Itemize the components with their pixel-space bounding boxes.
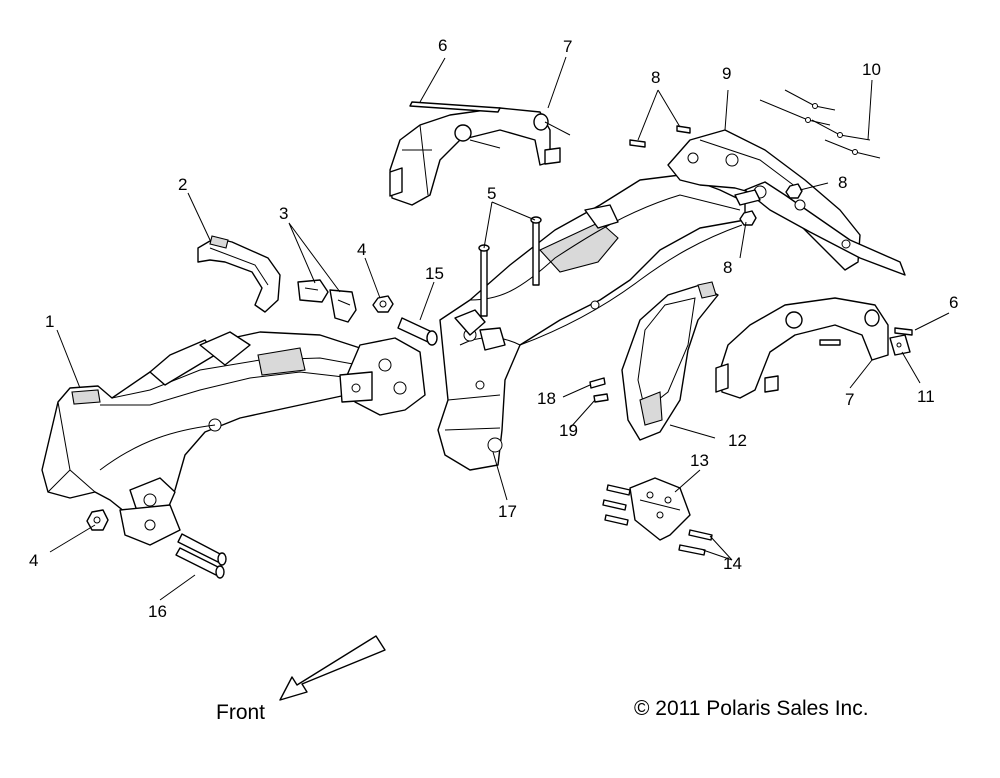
small-clips (589, 377, 609, 403)
mid-frame (437, 174, 746, 471)
engine-mount-plates (339, 337, 426, 416)
callout-18: 18 (537, 389, 556, 408)
front-arrow-icon (279, 635, 386, 701)
callout-7b: 7 (845, 390, 854, 409)
nuts (86, 295, 394, 531)
small-clamps (297, 279, 357, 323)
callout-19: 19 (559, 421, 578, 440)
rear-support-arm-upper (389, 101, 571, 206)
callout-4b: 4 (29, 551, 38, 570)
small-bolts (629, 125, 803, 226)
callout-4a: 4 (357, 240, 366, 259)
long-bolts (175, 533, 227, 579)
callout-8c: 8 (723, 258, 732, 277)
callout-8a: 8 (651, 68, 660, 87)
callout-7a: 7 (563, 37, 572, 56)
callout-5: 5 (487, 184, 496, 203)
callout-3: 3 (279, 204, 288, 223)
callout-16: 16 (148, 602, 167, 621)
main-front-frame (41, 331, 393, 546)
callout-6b: 6 (949, 293, 958, 312)
bracket-bolts (602, 484, 713, 556)
callout-numbers: 1 2 3 4 4 5 6 6 7 7 8 8 8 9 10 11 12 13 … (29, 36, 958, 621)
bracket-clamp (197, 235, 281, 313)
copyright-notice: © 2011 Polaris Sales Inc. (634, 697, 869, 720)
pivot-bolt (397, 317, 438, 346)
mount-bracket (629, 477, 691, 541)
leader-lines (49, 56, 950, 601)
rear-support-arm-lower (715, 297, 913, 399)
wire-harness (759, 89, 881, 159)
callout-10: 10 (862, 60, 881, 79)
callout-17: 17 (498, 502, 517, 521)
cover-panel (621, 281, 719, 441)
callout-15: 15 (425, 264, 444, 283)
callout-1: 1 (45, 312, 54, 331)
callout-13: 13 (690, 451, 709, 470)
callout-12: 12 (728, 431, 747, 450)
callout-14: 14 (723, 554, 742, 573)
callout-8b: 8 (838, 173, 847, 192)
callout-2: 2 (178, 175, 187, 194)
vertical-bolts (478, 216, 542, 317)
rear-upper-frame (667, 129, 906, 276)
callout-9: 9 (722, 64, 731, 83)
front-direction-label: Front (216, 701, 266, 724)
callout-11: 11 (917, 387, 935, 406)
small-plate (889, 334, 911, 356)
callout-6a: 6 (438, 36, 447, 55)
